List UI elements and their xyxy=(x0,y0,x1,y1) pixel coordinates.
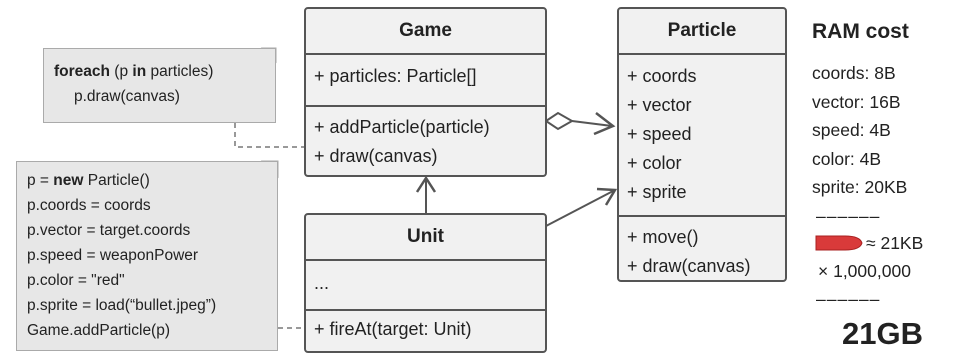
game-method: + draw(canvas) xyxy=(314,146,438,166)
keyword-foreach: foreach xyxy=(54,63,110,80)
unit-class-title: Unit xyxy=(306,215,545,261)
particle-method: + draw(canvas) xyxy=(627,256,751,276)
game-field: + particles: Particle[] xyxy=(314,66,477,86)
note-unit-line1: p = new Particle() xyxy=(27,172,150,189)
particle-field: + sprite xyxy=(627,182,687,202)
note-game-line2: p.draw(canvas) xyxy=(74,88,180,105)
ram-item: color: 4B xyxy=(812,148,882,169)
note-unit-line: p.coords = coords xyxy=(27,197,151,214)
unit-particle-arrowhead xyxy=(596,187,618,206)
bullet-icon xyxy=(815,235,863,251)
particle-field: + speed xyxy=(627,124,692,144)
unit-particle-line xyxy=(545,189,616,227)
game-class: Game + particles: Particle[] + addPartic… xyxy=(304,7,547,177)
note-unit-line: p.speed = weaponPower xyxy=(27,247,199,264)
keyword-in: in xyxy=(132,63,147,80)
ram-total: 21GB xyxy=(842,316,923,351)
ram-items: coords: 8B vector: 16B speed: 4B color: … xyxy=(812,59,907,202)
ram-separator-bottom: –––––– xyxy=(816,289,881,309)
particle-methods: + move() + draw(canvas) xyxy=(619,217,785,281)
ram-item: sprite: 20KB xyxy=(812,177,908,197)
ram-title: RAM cost xyxy=(812,20,909,43)
note-unit-line: p.vector = target.coords xyxy=(27,222,191,239)
particle-method: + move() xyxy=(627,227,699,247)
particle-field: + color xyxy=(627,153,682,173)
unit-class: Unit ... + fireAt(target: Unit) xyxy=(304,213,547,353)
keyword-new: new xyxy=(53,172,84,189)
note-unit-line: Game.addParticle(p) xyxy=(27,322,171,339)
ram-separator-top: –––––– xyxy=(816,206,881,226)
ram-item: speed: 4B xyxy=(812,120,891,140)
game-methods: + addParticle(particle) + draw(canvas) xyxy=(306,107,545,171)
particle-fields: + coords + vector + speed + color + spri… xyxy=(619,55,785,217)
note-game: foreach (p in particles) p.draw(canvas) xyxy=(43,48,276,123)
game-class-title: Game xyxy=(306,9,545,55)
ram-per-unit: ≈ 21KB xyxy=(866,233,924,253)
unit-methods: + fireAt(target: Unit) xyxy=(306,311,545,344)
aggregation-line xyxy=(571,120,613,127)
note-unit: p = new Particle() p.coords = coords p.v… xyxy=(16,161,278,351)
aggregation-arrowhead xyxy=(593,112,616,136)
particle-field: + coords xyxy=(627,66,697,86)
unit-fields: ... xyxy=(306,261,545,311)
game-fields: + particles: Particle[] xyxy=(306,55,545,107)
particle-class-title: Particle xyxy=(619,9,785,55)
ram-multiplier: × 1,000,000 xyxy=(818,261,911,281)
aggregation-diamond xyxy=(544,111,575,131)
ram-item: vector: 16B xyxy=(812,91,901,112)
unit-method: + fireAt(target: Unit) xyxy=(314,319,472,339)
note-unit-line: p.sprite = load(“bullet.jpeg”) xyxy=(27,297,217,314)
unit-game-arrowhead xyxy=(415,175,437,193)
note-game-line1: foreach (p in particles) xyxy=(54,63,214,80)
particle-class: Particle + coords + vector + speed + col… xyxy=(617,7,787,282)
particle-field: + vector xyxy=(627,95,692,115)
note-game-connector xyxy=(234,123,305,148)
game-method: + addParticle(particle) xyxy=(314,117,490,137)
ram-item: coords: 8B xyxy=(812,63,896,83)
note-unit-line: p.color = "red" xyxy=(27,272,125,289)
unit-field: ... xyxy=(314,273,330,293)
